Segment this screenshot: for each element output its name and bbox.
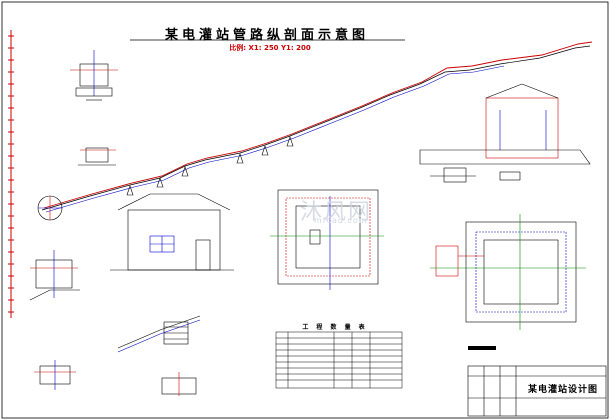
quantity-table: [275, 331, 403, 389]
elevation-ruler: [8, 30, 14, 318]
detail-left-column: [29, 250, 80, 390]
pump-station-plan: [430, 214, 586, 350]
pipe-supports: [126, 136, 294, 196]
sheet-title: 某电灌站设计图: [528, 385, 599, 395]
title-block: [467, 365, 607, 417]
sloped-pipe-detail: [117, 315, 201, 396]
pump-house-section: [419, 83, 591, 183]
watermark-url: mfcad.com: [314, 216, 368, 225]
quantity-table-title: 工 程 数 量 表: [302, 324, 368, 331]
pump-house-plan: [270, 189, 384, 290]
watermark-brand: 沐风网: [300, 200, 373, 225]
scale-note: 比例: X1: 250 Y1: 200: [229, 44, 311, 52]
pipeline-profile-line: [43, 41, 593, 209]
detail-upper-left: [70, 50, 118, 166]
pump-house-elevation: [110, 193, 234, 271]
detail-anchor: [37, 195, 63, 221]
drawing-title: 某电灌站管路纵剖面示意图: [164, 28, 369, 43]
pipeline-profile-line-2: [45, 65, 505, 213]
